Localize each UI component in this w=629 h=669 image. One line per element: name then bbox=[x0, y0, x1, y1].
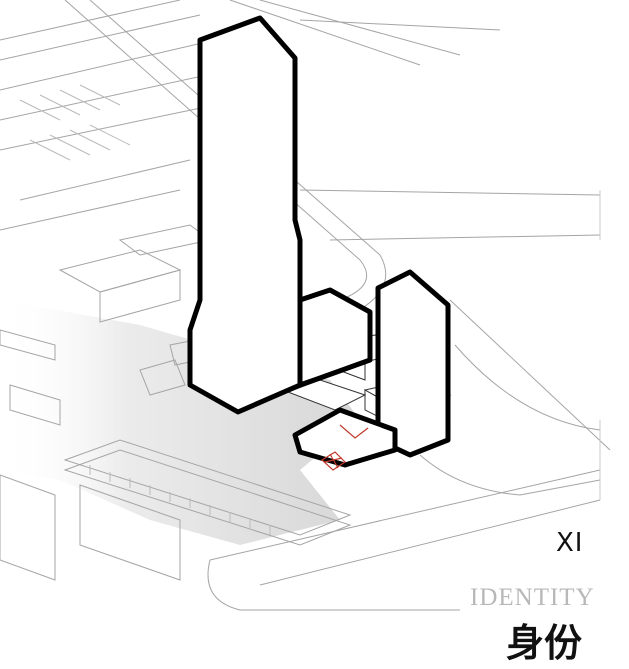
connecting-podium bbox=[297, 287, 373, 388]
chapter-numeral: XI bbox=[556, 528, 584, 558]
chapter-title-english: IDENTITY bbox=[470, 584, 595, 611]
plaza-shade bbox=[0, 300, 360, 545]
chapter-title-chinese: 身份 bbox=[506, 621, 583, 665]
tower-outlines bbox=[187, 15, 451, 468]
entrance-marker bbox=[321, 424, 369, 471]
entrance-block bbox=[292, 407, 398, 468]
context-linework bbox=[0, 0, 611, 611]
main-tower bbox=[187, 15, 303, 415]
